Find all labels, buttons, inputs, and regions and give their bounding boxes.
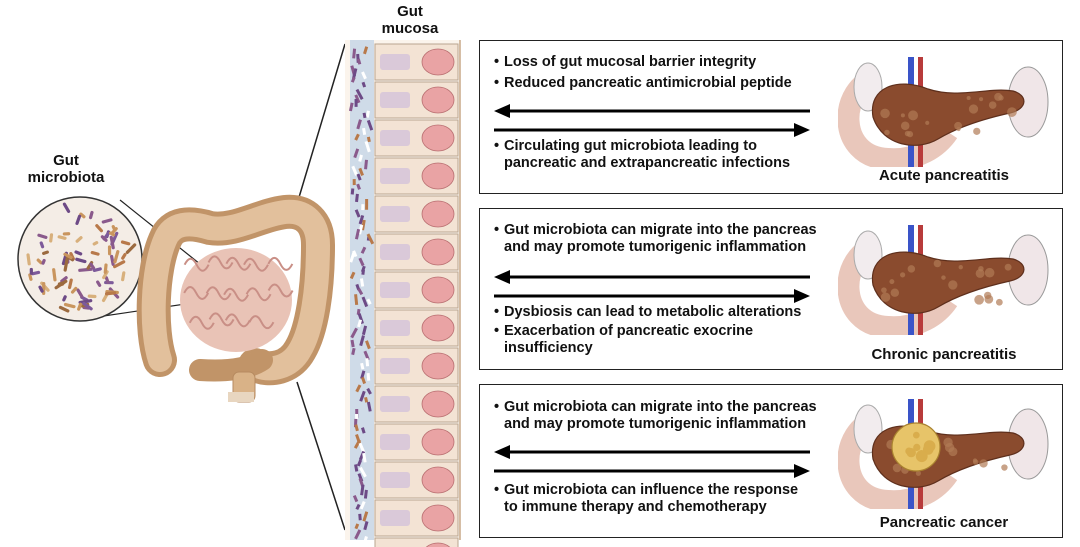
bullet-migrate-pancreas: •Gut microbiota can migrate into the pan… — [494, 222, 817, 238]
pancreas-acute-illustration — [838, 57, 1049, 167]
gut-microbiota-label: Gut microbiota — [16, 152, 116, 186]
panel-acute-pancreatitis: •Loss of gut mucosal barrier integrity •… — [479, 40, 1063, 194]
bullet-migrate-pancreas-cont: and may promote tumorigenic inflammation — [504, 416, 807, 432]
bullet-exacerbation-cont: insufficiency — [504, 340, 593, 356]
bullet-immune-response: •Gut microbiota can influence the respon… — [494, 482, 799, 498]
gut-mucosa-label-line1: Gut — [397, 3, 423, 20]
gut-mucosa-label-line2: mucosa — [381, 20, 439, 37]
bullet-loss-barrier: •Loss of gut mucosal barrier integrity — [494, 54, 757, 70]
small-intestine — [180, 248, 294, 352]
bullet-dysbiosis: •Dysbiosis can lead to metabolic alterat… — [494, 304, 802, 320]
bullet-exacerbation: •Exacerbation of pancreatic exocrine — [494, 323, 754, 339]
intestine-illustration — [17, 40, 461, 547]
caption-pancreatic-cancer: Pancreatic cancer — [879, 514, 1009, 531]
bidirectional-arrows — [494, 270, 810, 303]
gut-mucosa-strip — [345, 40, 461, 547]
bidirectional-arrows — [494, 104, 810, 137]
bullet-circulating-microbiota: •Circulating gut microbiota leading to — [494, 138, 757, 154]
gut-microbiota-label-line1: Gut — [53, 152, 79, 169]
zoom-line-mucosa-lower — [296, 381, 346, 531]
bullet-immune-response-cont: to immune therapy and chemotherapy — [504, 499, 767, 515]
large-intestine — [136, 194, 336, 403]
panel-pancreatic-cancer: •Gut microbiota can migrate into the pan… — [479, 384, 1063, 538]
gut-mucosa-label: Gut mucosa — [360, 3, 460, 37]
panel-chronic-pancreatitis: •Gut microbiota can migrate into the pan… — [479, 208, 1063, 370]
bidirectional-arrows — [494, 445, 810, 478]
bullet-circulating-microbiota-cont: pancreatic and extrapancreatic infection… — [504, 155, 791, 171]
bullet-migrate-pancreas-cont: and may promote tumorigenic inflammation — [504, 239, 807, 255]
zoom-line-mucosa-upper — [296, 43, 346, 205]
caption-chronic-pancreatitis: Chronic pancreatitis — [871, 346, 1017, 363]
bullet-reduced-peptide: •Reduced pancreatic antimicrobial peptid… — [494, 75, 792, 91]
gut-microbiota-label-line2: microbiota — [27, 169, 105, 186]
pancreas-chronic-illustration — [838, 225, 1049, 335]
pancreas-cancer-illustration — [838, 399, 1049, 509]
bullet-migrate-pancreas: •Gut microbiota can migrate into the pan… — [494, 399, 817, 415]
caption-acute-pancreatitis: Acute pancreatitis — [878, 167, 1010, 184]
bacteria-cluster — [26, 202, 137, 313]
